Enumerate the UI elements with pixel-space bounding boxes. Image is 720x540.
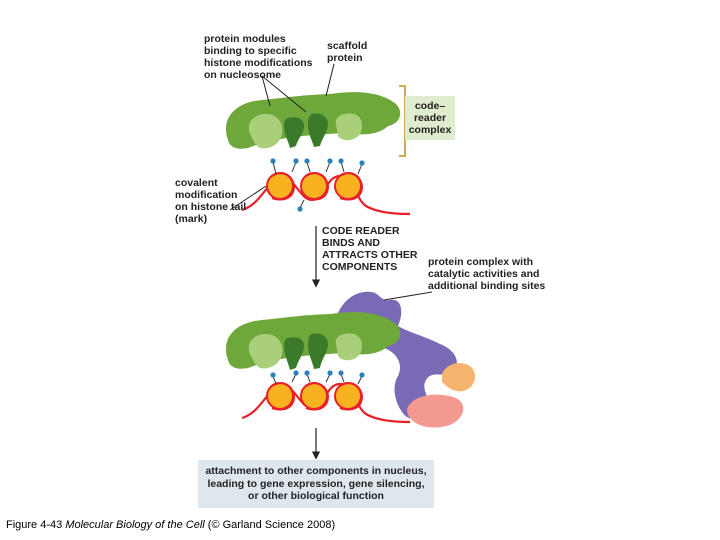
reader-module-dark-top-1 (284, 117, 304, 148)
label-code-reader-complex: code– reader complex (408, 100, 452, 136)
code-reader-complex-box: code– reader complex (405, 96, 455, 140)
label-outcome: attachment to other components in nucleu… (205, 465, 427, 503)
reader-module-light-left-top (248, 114, 283, 149)
reader-module-light-right-top (335, 113, 362, 141)
histone-marks-bottom (270, 370, 365, 378)
histone-tails-top (272, 161, 363, 209)
leader-lines-top (229, 63, 335, 211)
histone-marks-top (270, 158, 365, 212)
binding-protein-peach (442, 363, 475, 392)
label-code-reader-binds: CODE READER BINDS AND ATTRACTS OTHER COM… (322, 225, 418, 273)
nucleosome-array-bottom (241, 382, 411, 424)
nucleosome-array-top (241, 172, 411, 216)
caption-suffix: (© Garland Science 2008) (204, 519, 336, 531)
reader-module-light-left-bottom (248, 334, 283, 369)
reader-module-light-right-bottom (335, 333, 362, 361)
binding-protein-salmon (407, 394, 464, 428)
leader-line-complex (383, 291, 433, 301)
label-protein-complex: protein complex with catalytic activitie… (428, 256, 546, 292)
figure-caption: Figure 4-43 Molecular Biology of the Cel… (6, 519, 335, 531)
caption-book-title: Molecular Biology of the Cell (65, 519, 205, 531)
reader-module-dark-top-2 (308, 113, 328, 147)
reader-module-dark-bottom-2 (308, 333, 328, 369)
outcome-box: attachment to other components in nucleu… (198, 460, 434, 508)
label-scaffold-protein: scaffold protein (327, 40, 368, 64)
label-covalent-modification: covalent modification on histone tail (m… (175, 177, 247, 225)
reader-module-dark-bottom-1 (284, 337, 304, 370)
label-protein-modules: protein modules binding to specific hist… (204, 33, 313, 81)
caption-prefix: Figure 4-43 (6, 519, 66, 531)
